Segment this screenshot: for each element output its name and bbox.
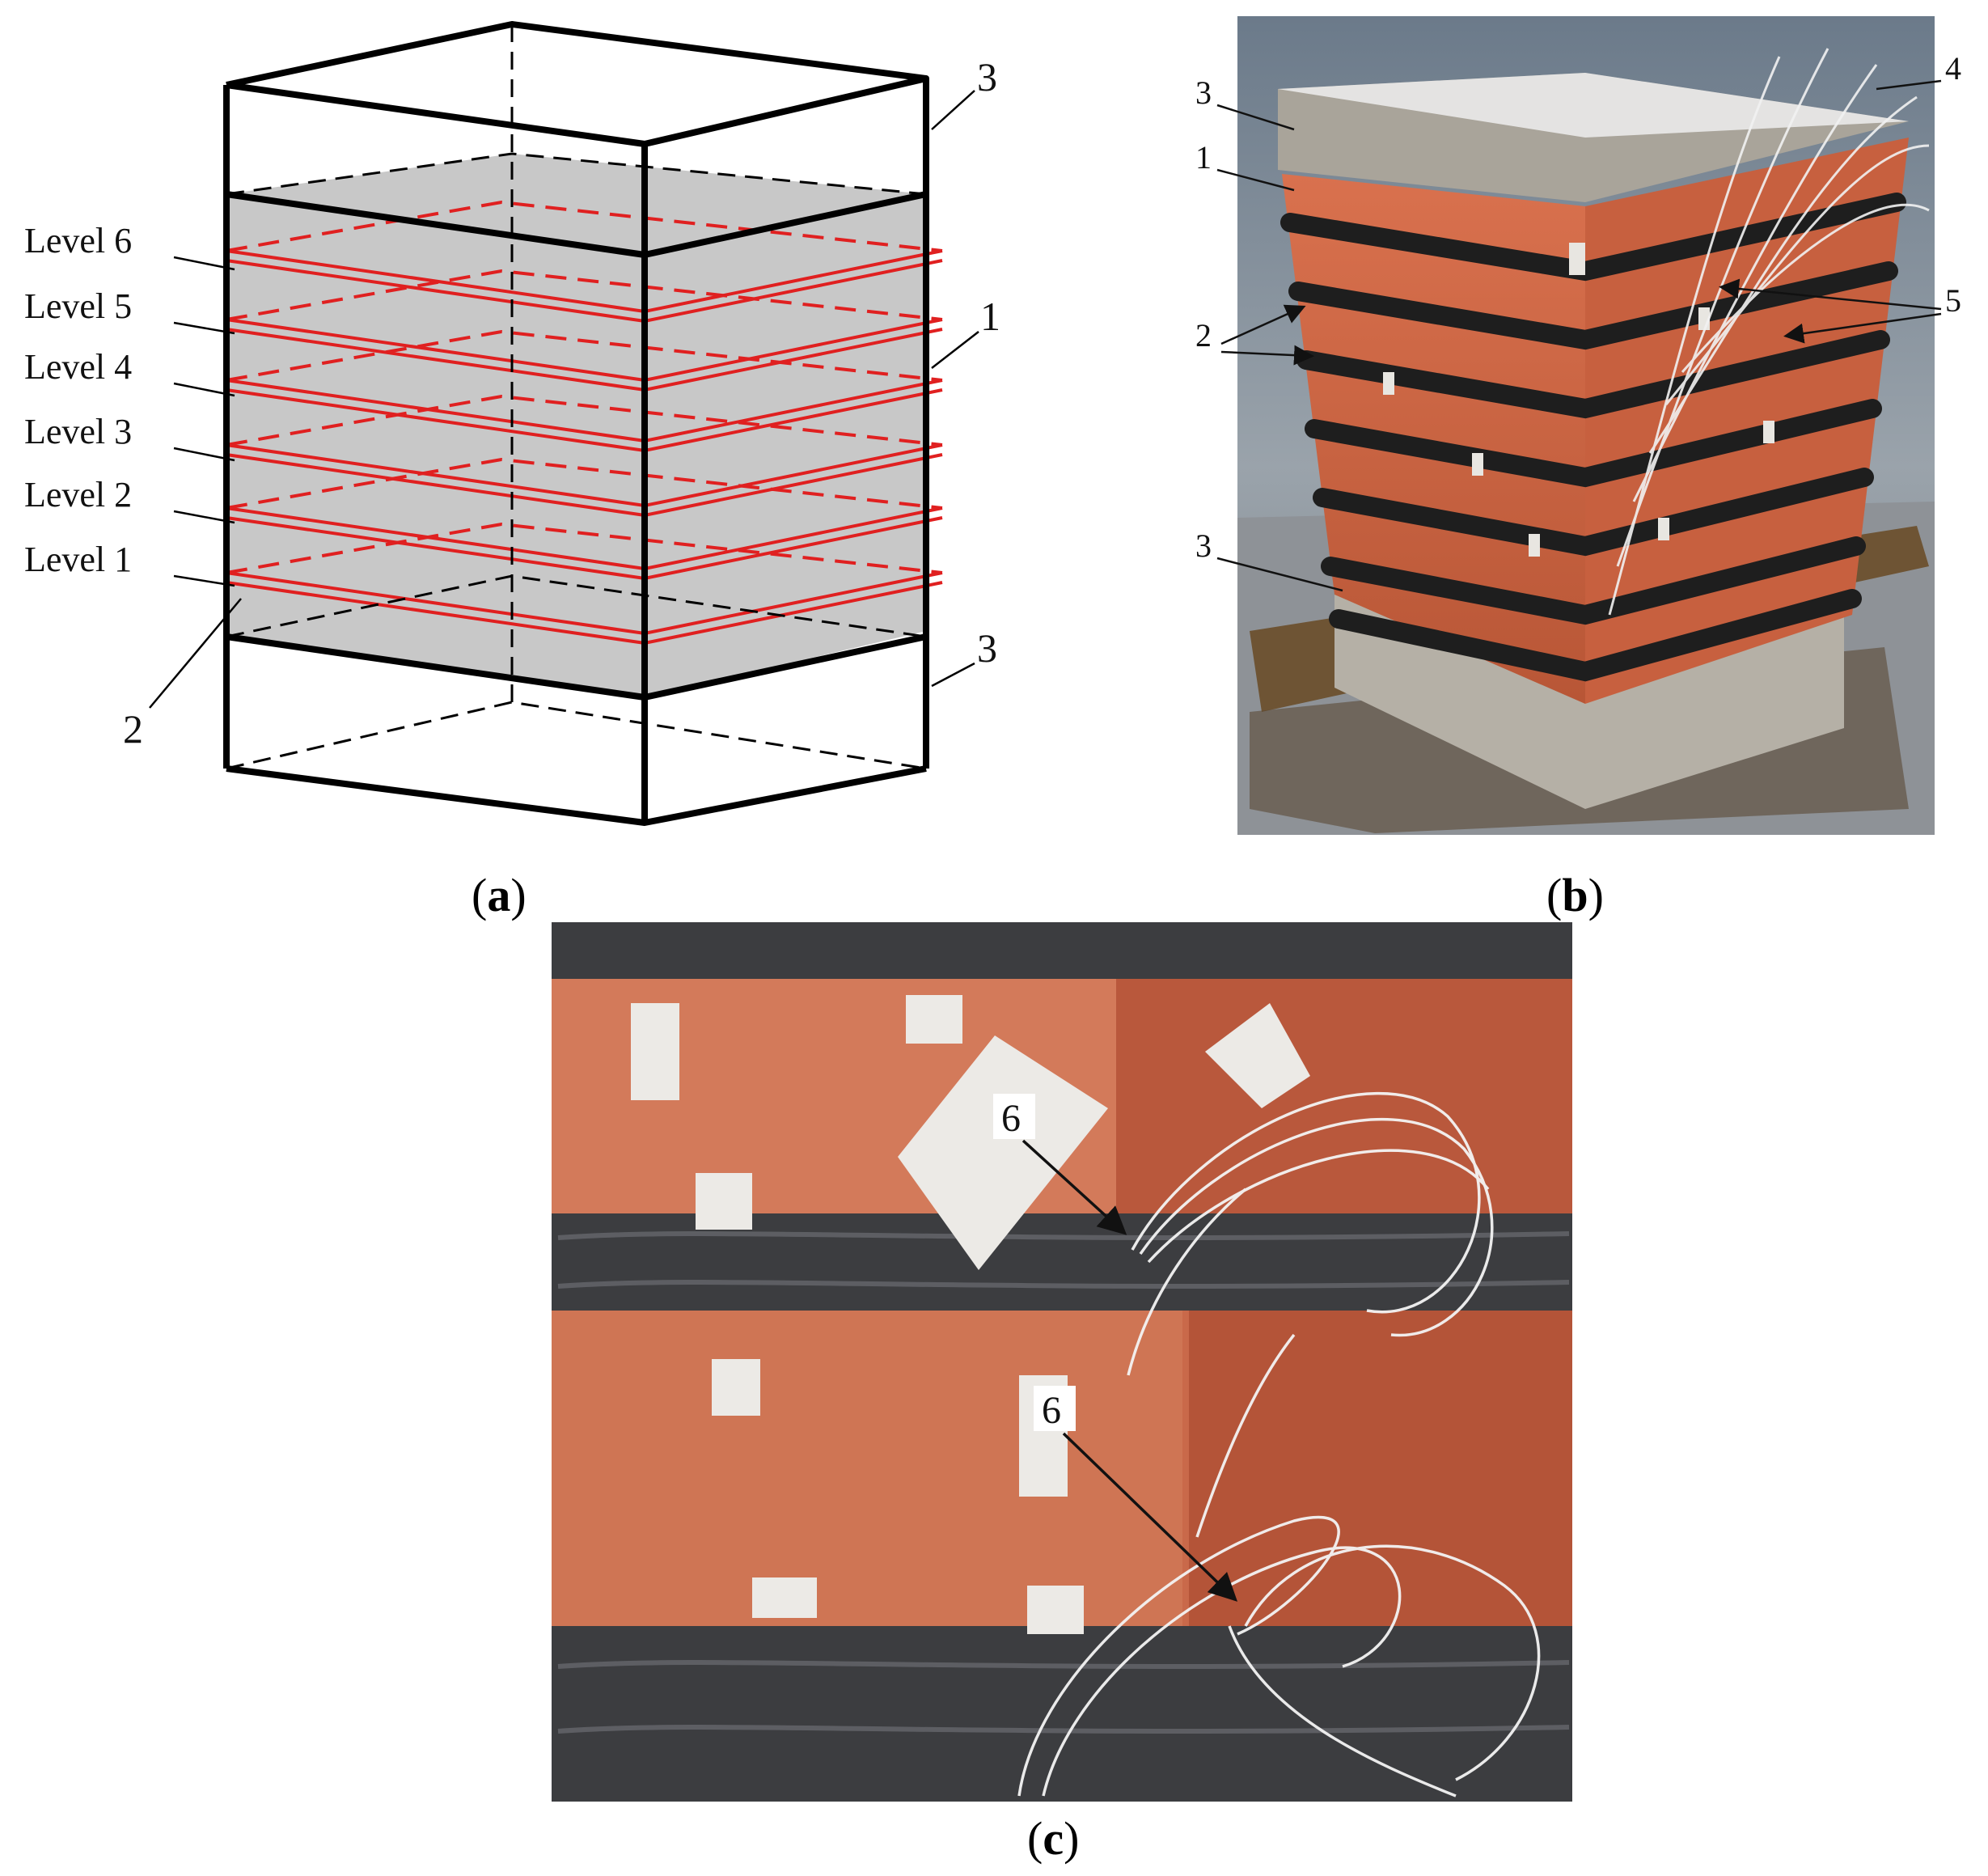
caption-c: (c) (1027, 1812, 1079, 1865)
hidden-edges (226, 24, 927, 770)
level-labels: Level 6 Level 5 Level 4 Level 3 Level 2 … (24, 221, 132, 579)
level-6-label: Level 6 (24, 221, 132, 260)
caption-a: (a) (472, 869, 527, 921)
callout-3-top: 3 (977, 54, 997, 100)
level-leaders (173, 256, 235, 587)
callout-b-5: 5 (1945, 282, 1961, 319)
callout-c-6-upper: 6 (1001, 1097, 1021, 1140)
panel-b-photo: 3 1 2 3 4 5 (1195, 16, 1961, 835)
level-2-label: Level 2 (24, 475, 132, 515)
panel-a-schematic: Level 6 Level 5 Level 4 Level 3 Level 2 … (24, 21, 1000, 826)
level-4-label: Level 4 (24, 347, 132, 387)
panel-c-photo: 6 6 (552, 922, 1572, 1802)
callout-b-1: 1 (1195, 139, 1212, 176)
box-frame (223, 21, 929, 826)
panel-c-callouts: 6 6 (993, 1094, 1238, 1602)
panel-b-callouts: 3 1 2 3 4 5 (1195, 50, 1961, 592)
callout-1: 1 (980, 294, 1000, 339)
callout-c-6-lower: 6 (1042, 1389, 1061, 1432)
level-3-label: Level 3 (24, 412, 132, 451)
callout-b-4: 4 (1945, 50, 1961, 87)
caption-b: (b) (1546, 869, 1604, 921)
level-1-label: Level 1 (24, 540, 132, 579)
level-5-label: Level 5 (24, 286, 132, 326)
callout-b-3-top: 3 (1195, 74, 1212, 111)
closeup-tape (631, 995, 1310, 1634)
callout-b-3-bottom: 3 (1195, 527, 1212, 564)
callout-3-bottom: 3 (977, 625, 997, 671)
callout-b-2: 2 (1195, 317, 1212, 354)
callout-2: 2 (123, 706, 143, 752)
closeup-fibers (1017, 1091, 1541, 1798)
